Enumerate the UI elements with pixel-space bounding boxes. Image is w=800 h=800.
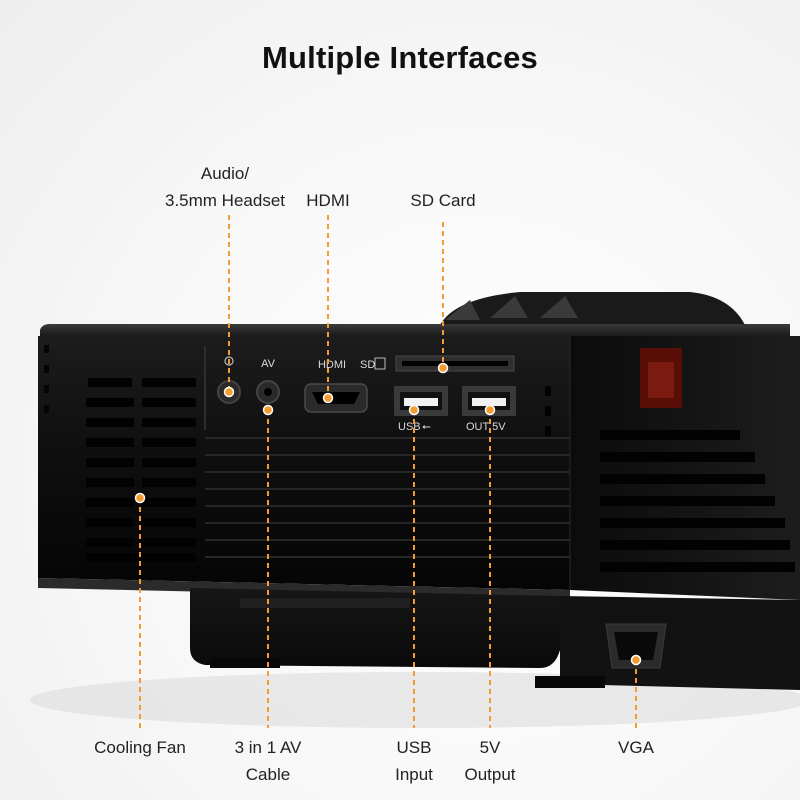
callout-5v-output: 5V Output bbox=[464, 738, 516, 784]
panel-label-av: AV bbox=[261, 358, 276, 370]
callout-lines bbox=[139, 215, 637, 728]
callout-usb-input: USB Input bbox=[395, 738, 433, 784]
callout-av-cable: 3 in 1 AV Cable bbox=[234, 738, 302, 784]
side-vent bbox=[545, 386, 795, 572]
av-port bbox=[256, 380, 280, 404]
page-title: Multiple Interfaces bbox=[262, 40, 538, 75]
usb-symbol-icon: ⭠ bbox=[422, 421, 431, 433]
panel-label-sd: SD bbox=[360, 359, 375, 371]
panel-label-hdmi: HDMI bbox=[318, 359, 346, 371]
callout-dots bbox=[134, 362, 642, 666]
panel-label-out: OUT 5V bbox=[466, 421, 506, 433]
callout-cooling-fan: Cooling Fan bbox=[94, 738, 186, 757]
usb-port bbox=[394, 386, 448, 416]
callout-vga: VGA bbox=[618, 738, 654, 757]
callout-sd-card: SD Card bbox=[410, 191, 476, 210]
sd-card-slot bbox=[374, 355, 515, 372]
hdmi-port bbox=[304, 383, 368, 413]
vga-port bbox=[605, 623, 667, 669]
lens-dome bbox=[440, 292, 745, 325]
panel-label-usb: USB bbox=[398, 421, 421, 433]
callout-hdmi: HDMI bbox=[306, 191, 350, 210]
callout-audio: Audio/ 3.5mm Headset bbox=[165, 164, 285, 210]
cooling-fan-vent bbox=[86, 378, 196, 562]
